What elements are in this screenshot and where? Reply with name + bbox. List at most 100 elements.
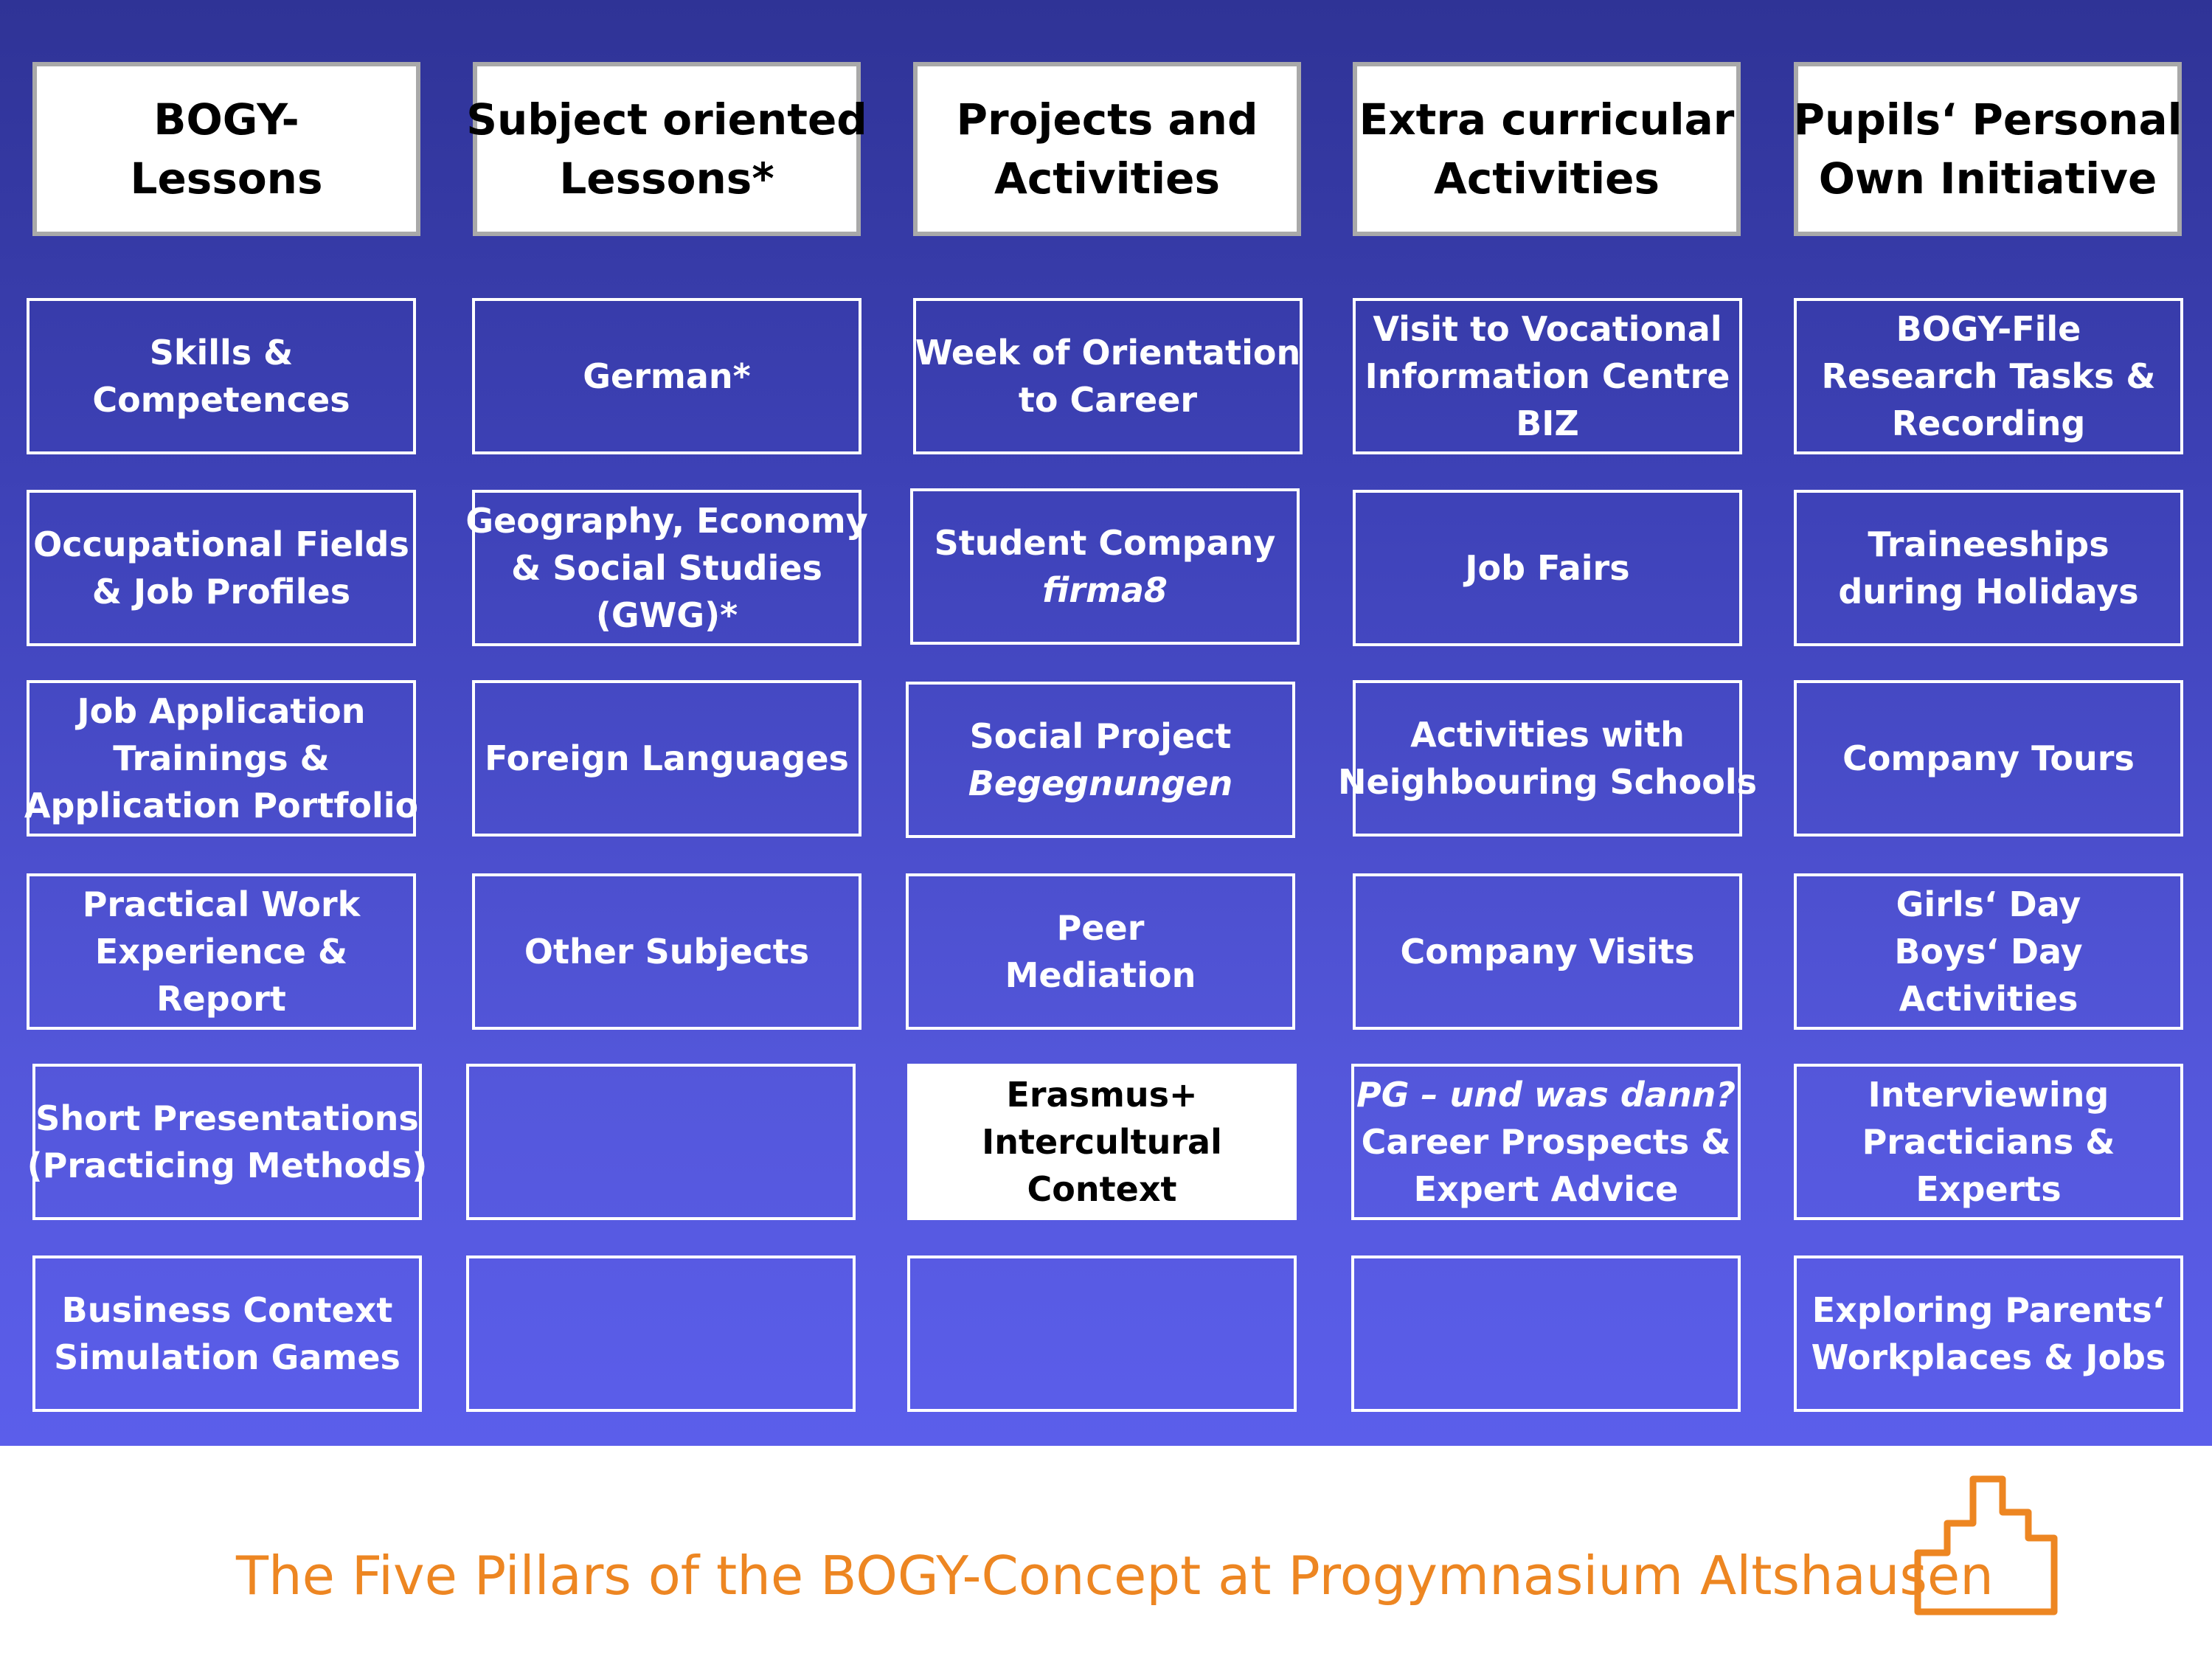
pillar-cell-bogy-file-research-tasks-recording-line: Recording [1891,404,2086,443]
pillar-cell-job-application-trainings-application-portfolio-line: Application Portfolio [24,786,419,825]
pillar-cell-traineeships-during-holidays: Traineeships during Holidays [1794,490,2183,646]
pillar-cell-skills-competences-line: Competences [92,380,350,420]
pillar-cell-girls-day-boys-day-activities-line: Girls‘ Day [1896,884,2081,924]
pillar-header-extra-curricular-activities-line: Activities [1433,153,1660,204]
pillar-header-projects-and-activities-line: Activities [994,153,1221,204]
pillar-cell-other-subjects: Other Subjects [472,873,861,1030]
pillar-cell-job-fairs: Job Fairs [1353,490,1742,646]
pillar-cell-company-tours: Company Tours [1794,680,2183,837]
pillar-cell-social-project-begegnungen-line: Begegnungen [968,763,1233,803]
pillar-cell-company-visits: Company Visits [1353,873,1742,1030]
pillar-header-bogy-lessons-line: BOGY- [153,94,299,145]
pillar-cell-peer-mediation-line: Mediation [1005,955,1196,995]
pillar-cell-practical-work-experience-report-line: Experience & [94,932,348,971]
pillar-header-pupils-personal-own-initiative-line: Pupils‘ Personal [1793,94,2182,145]
pillar-cell-exploring-parents-workplaces-jobs-line: Workplaces & Jobs [1811,1337,2166,1377]
pillar-cell-occupational-fields-job-profiles: Occupational Fields & Job Profiles [27,490,416,646]
pillar-cell-week-of-orientation-to-career-line: Week of Orientation [915,333,1301,373]
pillar-cell-activities-with-neighbouring-schools-line: Activities with [1410,715,1685,755]
pillar-cell-peer-mediation-line: Peer [1056,908,1145,948]
pillar-cell-erasmus-intercultural-context-line: Erasmus+ [1006,1075,1198,1115]
pillar-cell-exploring-parents-workplaces-jobs-line: Exploring Parents‘ [1811,1290,2166,1330]
pillar-cell-other-subjects-line: Other Subjects [524,932,810,971]
pillar-cell-geography-economy-social-studies-gwg-line: & Social Studies [511,548,822,588]
pillar-cell-company-tours-line: Company Tours [1842,738,2135,778]
pillar-cell-student-company-firma8-line: firma8 [1042,570,1168,610]
pillar-cell-practical-work-experience-report-line: Practical Work [82,884,361,924]
pillar-cell-foreign-languages: Foreign Languages [472,680,861,837]
pillar-cell-skills-competences: Skills & Competences [27,298,416,454]
pillar-cell-occupational-fields-job-profiles-line: & Job Profiles [91,572,351,612]
pillar-cell-erasmus-intercultural-context-line: Context [1027,1169,1177,1209]
pillar-cell-foreign-languages-line: Foreign Languages [485,738,849,778]
pillar-cell-exploring-parents-workplaces-jobs: Exploring Parents‘ Workplaces & Jobs [1794,1255,2183,1412]
pillar-cell-interviewing-practicians-experts-line: Practicians & [1862,1122,2115,1162]
pillar-cell-erasmus-intercultural-context-line: Intercultural [982,1122,1222,1162]
pillar-cell-business-context-simulation-games-line: Business Context [61,1290,393,1330]
pillar-cell-bogy-file-research-tasks-recording-line: Research Tasks & [1821,356,2156,396]
pillar-header-subject-oriented-lessons-line: Lessons* [559,153,774,204]
pillar-cell-bogy-file-research-tasks-recording-line: BOGY-File [1896,309,2081,349]
pillar-cell-traineeships-during-holidays-line: during Holidays [1838,572,2139,612]
pillar-header-projects-and-activities-line: Projects and [956,94,1258,145]
pillar-cell-pg-und-was-dann-career-prospects-expert-advice-line: PG – und was dann? [1356,1075,1736,1115]
pillar-cell-geography-economy-social-studies-gwg: Geography, Economy & Social Studies (GWG)* [465,490,868,646]
pillar-cell-skills-competences-line: Skills & [149,333,294,373]
pillar-cell-student-company-firma8: Student Company firma8 [910,488,1300,645]
pillar-cell-interviewing-practicians-experts-line: Experts [1915,1169,2062,1209]
pillar-cell-girls-day-boys-day-activities-line: Activities [1899,979,2078,1019]
pillar-cell-visit-to-vocational-information-centre-biz-line: BIZ [1516,404,1579,443]
pillar-cell-job-fairs-line: Job Fairs [1465,548,1630,588]
pillar-header-pupils-personal-own-initiative-line: Own Initiative [1818,153,2157,204]
pillar-header-subject-oriented-lessons-line: Subject oriented [466,94,867,145]
pillar-cell-geography-economy-social-studies-gwg-line: (GWG)* [595,595,738,635]
pillar-cell-traineeships-during-holidays-line: Traineeships [1868,524,2109,564]
pillar-cell-pg-und-was-dann-career-prospects-expert-advice-line: Expert Advice [1413,1169,1679,1209]
pillar-cell-pg-und-was-dann-career-prospects-expert-advice-line: Career Prospects & [1361,1122,1731,1162]
pillar-header-bogy-lessons: BOGY- Lessons [32,62,420,236]
building-outline-icon [1914,1475,2058,1615]
pillar-cell-pg-und-was-dann-career-prospects-expert-advice: PG – und was dann? Career Prospects & Expe… [1351,1064,1741,1220]
pillar-cell-activities-with-neighbouring-schools-line: Neighbouring Schools [1337,762,1758,802]
footer-title: The Five Pillars of the BOGY-Concept at … [236,1545,1994,1607]
pillar-cell-student-company-firma8-line: Student Company [934,523,1276,563]
pillar-cell-geography-economy-social-studies-gwg-line: Geography, Economy [465,501,868,541]
pillar-cell-short-presentations-practicing-methods-line: Short Presentations [35,1098,419,1138]
pillar-cell-empty [907,1255,1297,1412]
pillar-cell-german: German* [472,298,861,454]
pillar-cell-interviewing-practicians-experts-line: Interviewing [1868,1075,2109,1115]
pillar-cell-empty [1351,1255,1741,1412]
pillar-cell-job-application-trainings-application-portfolio-line: Trainings & [113,738,330,778]
pillar-cell-visit-to-vocational-information-centre-biz-line: Visit to Vocational [1373,309,1722,349]
pillar-cell-social-project-begegnungen-line: Social Project [969,716,1232,756]
pillar-cell-short-presentations-practicing-methods: Short Presentations (Practicing Methods) [27,1064,427,1220]
pillar-cell-empty [466,1255,856,1412]
pillar-cell-girls-day-boys-day-activities-line: Boys‘ Day [1894,932,2083,971]
pillar-cell-occupational-fields-job-profiles-line: Occupational Fields [33,524,409,564]
pillar-cell-job-application-trainings-application-portfolio-line: Job Application [77,691,366,731]
pillar-cell-visit-to-vocational-information-centre-biz-line: Information Centre [1365,356,1730,396]
pillar-cell-empty [466,1064,856,1220]
pillar-cell-business-context-simulation-games-line: Simulation Games [54,1337,401,1377]
pillar-cell-week-of-orientation-to-career-line: to Career [1018,380,1198,420]
pillar-cell-short-presentations-practicing-methods-line: (Practicing Methods) [27,1146,428,1185]
pillar-header-bogy-lessons-line: Lessons [130,153,323,204]
pillar-cell-company-visits-line: Company Visits [1400,932,1695,971]
pillar-cell-practical-work-experience-report-line: Report [156,979,286,1019]
pillar-cell-week-of-orientation-to-career: Week of Orientation to Career [913,298,1303,454]
